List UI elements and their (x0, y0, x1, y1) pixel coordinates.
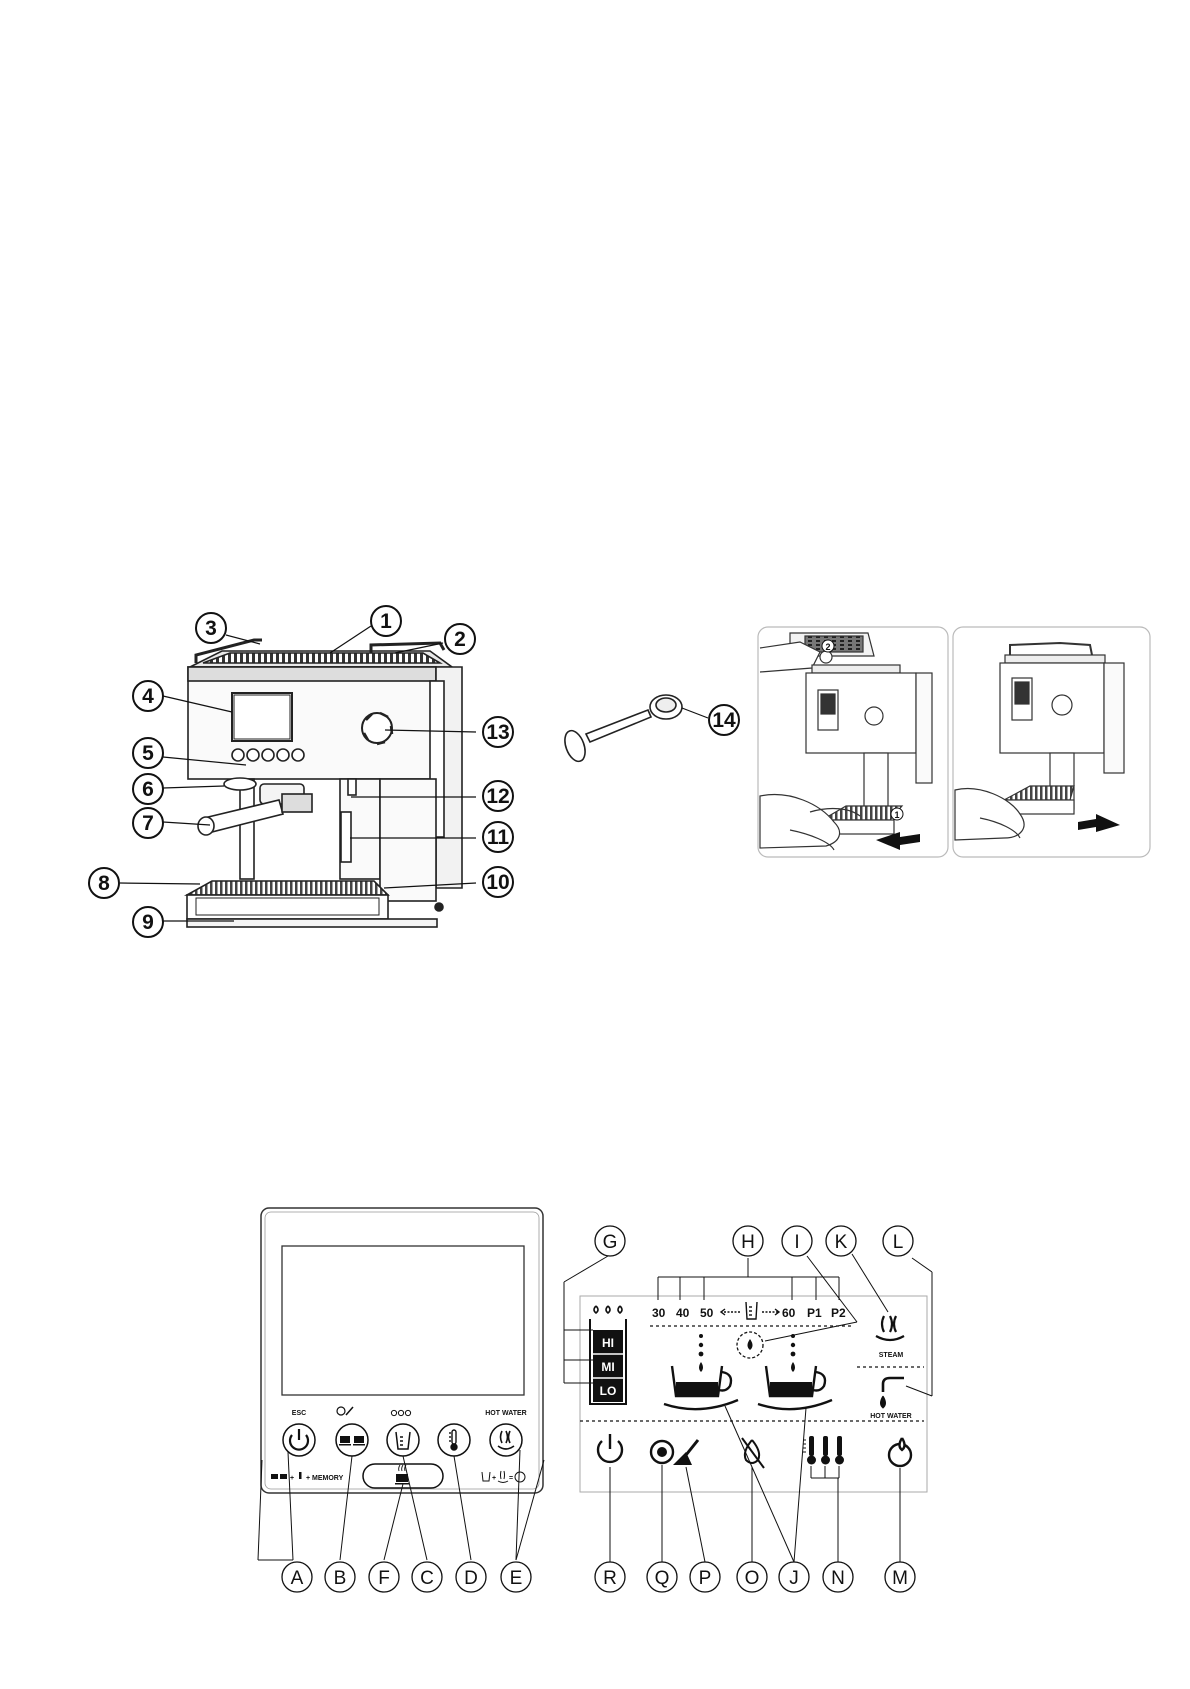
steam-label: STEAM (879, 1352, 904, 1359)
two-cups-button[interactable] (335, 1423, 369, 1457)
memory-combo-icons: + (271, 1472, 302, 1482)
strength-lo: LO (600, 1384, 617, 1398)
steam-icon (497, 1430, 515, 1450)
callout-G: G (603, 1232, 618, 1253)
machine-callout-labels: 1 2 3 4 5 6 7 8 9 10 11 12 13 14 (98, 610, 736, 934)
volume-50: 50 (700, 1306, 714, 1320)
volume-p1: P1 (807, 1306, 822, 1320)
callout-8: 8 (98, 872, 110, 895)
arrow-left-icon (876, 832, 920, 850)
callout-R: R (603, 1568, 617, 1589)
power-icon (288, 1429, 310, 1451)
callout-13: 13 (486, 721, 509, 744)
callout-M: M (892, 1568, 908, 1589)
callout-B: B (334, 1568, 347, 1589)
drip-tray-removal-figure: 2 1 (757, 626, 1151, 858)
callout-A: A (291, 1568, 304, 1589)
callout-J: J (789, 1568, 799, 1589)
control-panel-figure: ESC HOT WATER (257, 1207, 545, 1593)
callout-10: 10 (486, 871, 509, 894)
callout-12: 12 (486, 785, 509, 808)
callout-11: 11 (487, 826, 510, 849)
power-button[interactable] (282, 1423, 316, 1457)
step-1-label: 1 (894, 810, 899, 820)
callout-I: I (794, 1232, 799, 1253)
temperature-button[interactable] (437, 1423, 471, 1457)
callout-14: 14 (712, 709, 736, 732)
callout-O: O (745, 1568, 760, 1589)
callout-2: 2 (454, 628, 466, 651)
display-hot-water-label: HOT WATER (870, 1413, 911, 1420)
double-cup-indicator (757, 1334, 833, 1411)
callout-7: 7 (142, 812, 154, 835)
thermometer-icon (449, 1429, 458, 1451)
measuring-spoon-figure (564, 694, 709, 763)
steam-button[interactable] (489, 1423, 523, 1457)
strength-mi: MI (601, 1360, 614, 1374)
power-icon (596, 1434, 624, 1464)
clean-brush-icon (673, 1439, 700, 1465)
callout-4: 4 (142, 685, 154, 708)
volume-40: 40 (676, 1306, 690, 1320)
steam-icon (875, 1315, 905, 1342)
callout-Q: Q (655, 1568, 670, 1589)
hot-water-tap-icon (880, 1376, 904, 1409)
callout-6: 6 (142, 778, 154, 801)
clean-icon (336, 1406, 354, 1416)
callout-3: 3 (205, 617, 217, 640)
volume-row: 30 40 50 60 P1 P2 (652, 1306, 846, 1320)
callout-5: 5 (142, 742, 154, 765)
callout-F: F (378, 1568, 390, 1589)
two-cups-icon (339, 1436, 365, 1446)
grinder-icon (649, 1439, 675, 1465)
single-cup-indicator (663, 1334, 739, 1411)
volume-30: 30 (652, 1306, 666, 1320)
strength-hi: HI (602, 1336, 614, 1350)
callout-9: 9 (142, 911, 154, 934)
step-2-label: 2 (825, 642, 830, 652)
coffee-cup-icon (395, 1464, 409, 1485)
svg-text:=: = (509, 1475, 513, 1482)
callout-H: H (741, 1232, 755, 1253)
descale-combo-icons: + = (481, 1470, 526, 1483)
callout-K: K (835, 1232, 848, 1253)
arrow-right-icon (1078, 814, 1120, 832)
memory-label: + MEMORY (306, 1475, 344, 1482)
cup-volume-icon (719, 1301, 781, 1320)
descale-icon (887, 1437, 913, 1468)
strength-indicator: HI MI LO (589, 1305, 627, 1405)
callout-E: E (510, 1568, 523, 1589)
coffee-button[interactable] (362, 1463, 444, 1489)
callout-D: D (464, 1568, 478, 1589)
water-drops-icon (593, 1305, 623, 1315)
water-drops-icon (390, 1409, 412, 1417)
volume-60: 60 (782, 1306, 796, 1320)
lcd-display-figure: HI MI LO 30 40 50 60 P1 P2 (563, 1225, 933, 1593)
callout-C: C (420, 1568, 434, 1589)
no-water-icon (741, 1437, 765, 1469)
espresso-machine-figure (183, 638, 463, 928)
volume-p2: P2 (831, 1306, 846, 1320)
water-drop-dashed-icon (736, 1331, 764, 1359)
callout-1: 1 (380, 610, 392, 633)
machine-callouts (88, 605, 740, 938)
svg-text:+: + (290, 1475, 294, 1482)
cup-volume-button[interactable] (386, 1423, 420, 1457)
callout-leaders (119, 625, 477, 922)
cup-volume-icon (395, 1431, 411, 1450)
temperature-levels-icon (803, 1436, 844, 1465)
hot-water-label: HOT WATER (485, 1410, 526, 1417)
callout-N: N (831, 1568, 845, 1589)
esc-label: ESC (292, 1410, 306, 1417)
callout-L: L (893, 1232, 904, 1253)
svg-text:+: + (492, 1475, 496, 1482)
callout-P: P (699, 1568, 712, 1589)
